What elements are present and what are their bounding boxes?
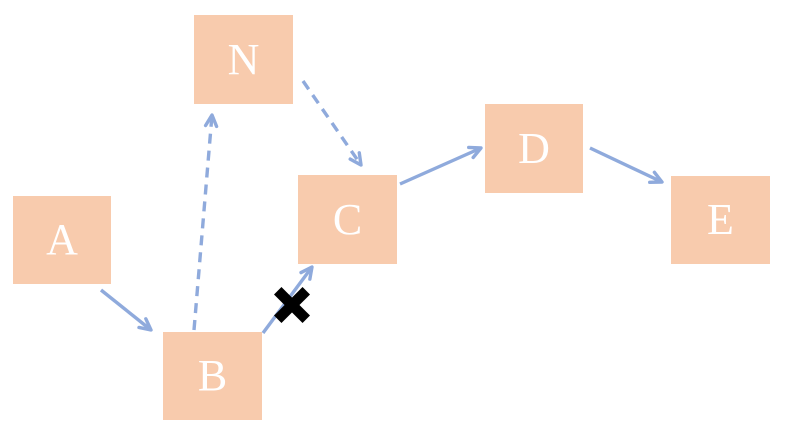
node-label: C <box>332 194 363 244</box>
node-label: D <box>518 123 550 173</box>
node-E[interactable]: E <box>671 176 770 264</box>
edge-B-N <box>192 113 219 331</box>
node-label: N <box>227 34 260 84</box>
node-label: B <box>197 351 228 400</box>
edge-A-B <box>99 288 153 332</box>
node-B[interactable]: B <box>163 332 262 420</box>
node-N[interactable]: N <box>194 15 293 104</box>
edge-N-C <box>301 80 363 167</box>
edge-C-D <box>399 145 483 186</box>
blocked-cross-icon <box>274 287 310 323</box>
node-label: E <box>707 195 734 244</box>
edge-D-E <box>589 146 664 184</box>
edge-B-C-blocked <box>261 265 314 335</box>
node-label: A <box>46 215 78 264</box>
node-D[interactable]: D <box>485 104 583 193</box>
node-A[interactable]: A <box>13 196 111 284</box>
node-C[interactable]: C <box>298 175 397 264</box>
